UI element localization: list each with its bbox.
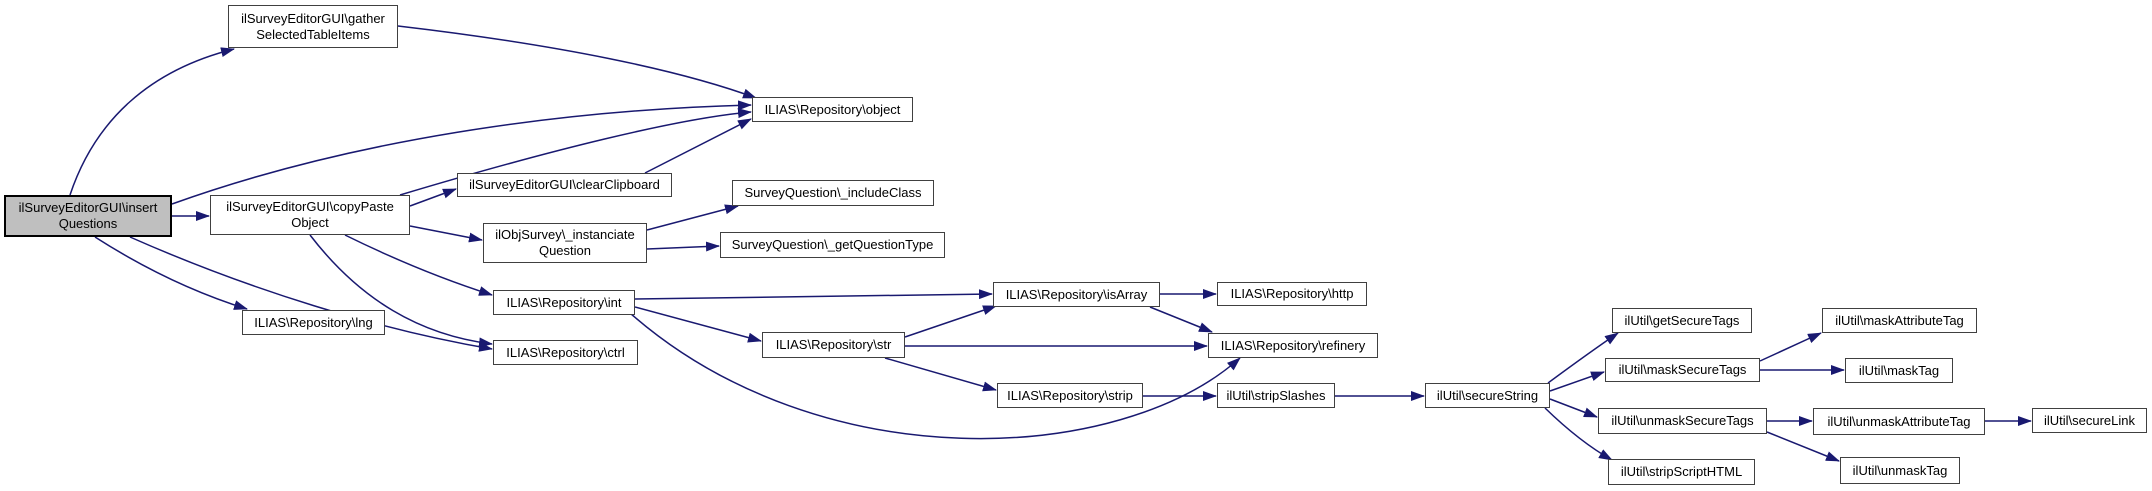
node-unmaskTag[interactable]: ilUtil\unmaskTag [1840,457,1960,484]
edge-unmaskSecureTags-unmaskTag [1766,431,1840,462]
node-label: ilUtil\maskSecureTags [1618,362,1747,378]
node-lng[interactable]: ILIAS\Repository\lng [242,310,385,335]
node-refinery[interactable]: ILIAS\Repository\refinery [1208,333,1378,358]
node-getSecureTags[interactable]: ilUtil\getSecureTags [1612,308,1752,333]
edge-copyPasteObject-int [344,234,493,296]
node-includeClass[interactable]: SurveyQuestion\_includeClass [732,180,934,206]
node-label: ilSurveyEditorGUI\insert [18,200,158,216]
node-maskAttributeTag[interactable]: ilUtil\maskAttributeTag [1822,308,1977,333]
node-label: ilSurveyEditorGUI\gather [241,10,385,26]
edge-copyPasteObject-ctrl [309,234,493,348]
edge-secureString-getSecureTags [1547,332,1619,384]
edge-int-str [634,306,762,343]
edge-gatherSelectedTableItems-object [397,25,757,99]
node-isArray[interactable]: ILIAS\Repository\isArray [993,282,1160,307]
node-label: ilUtil\getSecureTags [1624,312,1740,328]
node-label: SurveyQuestion\_includeClass [744,185,922,201]
node-label: SurveyQuestion\_getQuestionType [731,237,934,253]
node-label: ILIAS\Repository\int [506,294,622,310]
node-label: ilUtil\stripSlashes [1226,387,1326,403]
node-label: ILIAS\Repository\strip [1007,387,1133,403]
node-stripScriptHTML[interactable]: ilUtil\stripScriptHTML [1608,459,1755,485]
edge-insertQuestions-lng [94,236,248,310]
node-label: ilUtil\maskTag [1858,362,1940,378]
node-label: ilSurveyEditorGUI\clearClipboard [469,177,660,193]
edge-instanciateQuestion-includeClass [646,204,739,231]
node-http[interactable]: ILIAS\Repository\http [1217,282,1367,306]
node-maskTag[interactable]: ilUtil\maskTag [1845,358,1953,383]
node-clearClipboard[interactable]: ilSurveyEditorGUI\clearClipboard [457,173,672,197]
node-label: ILIAS\Repository\isArray [1005,286,1148,302]
node-label: ilUtil\secureString [1436,387,1539,403]
edge-secureString-stripScriptHTML [1544,407,1613,461]
node-unmaskSecureTags[interactable]: ilUtil\unmaskSecureTags [1598,408,1767,434]
node-label: ILIAS\Repository\refinery [1220,337,1366,353]
node-label: Object [291,215,329,230]
node-label: ilUtil\unmaskSecureTags [1611,413,1754,429]
edge-int-refinery [629,312,1241,440]
node-label: ILIAS\Repository\str [775,337,892,353]
node-getQuestionType[interactable]: SurveyQuestion\_getQuestionType [720,232,945,258]
edge-copyPasteObject-clearClipboard [409,188,457,207]
node-secureString[interactable]: ilUtil\secureString [1425,383,1550,408]
edge-str-isArray [904,305,997,338]
edge-insertQuestions-ctrl [129,236,493,352]
node-label: ilSurveyEditorGUI\copyPaste [226,199,394,215]
node-maskSecureTags[interactable]: ilUtil\maskSecureTags [1605,358,1760,382]
edge-insertQuestions-gatherSelectedTableItems [69,47,235,196]
node-label: ilObjSurvey\_instanciate [495,227,635,243]
node-label: ILIAS\Repository\object [764,101,901,117]
node-label: ilUtil\stripScriptHTML [1620,464,1743,480]
node-ctrl[interactable]: ILIAS\Repository\ctrl [493,340,638,365]
edge-clearClipboard-object [644,118,752,174]
edge-isArray-refinery [1149,306,1213,333]
edge-int-isArray [634,289,993,300]
edge-secureString-unmaskSecureTags [1549,398,1598,418]
edge-insertQuestions-object [171,100,752,205]
node-label: ilUtil\secureLink [2043,412,2136,428]
node-label: ilUtil\maskAttributeTag [1835,312,1964,328]
node-label: Question [538,243,592,258]
node-label: ILIAS\Repository\http [1230,286,1354,302]
node-int[interactable]: ILIAS\Repository\int [493,290,635,315]
node-label: ILIAS\Repository\lng [254,314,373,330]
edge-copyPasteObject-instanciateQuestion [409,225,483,243]
node-stripSlashes[interactable]: ilUtil\stripSlashes [1217,383,1335,408]
node-secureLink[interactable]: ilUtil\secureLink [2032,408,2147,433]
node-label: ILIAS\Repository\ctrl [506,344,625,360]
node-label: Questions [58,216,118,231]
node-str[interactable]: ILIAS\Repository\str [762,332,905,358]
node-object[interactable]: ILIAS\Repository\object [752,97,913,122]
node-label: SelectedTableItems [256,26,370,42]
edge-instanciateQuestion-getQuestionType [646,241,720,252]
node-label: ilUtil\unmaskAttributeTag [1827,413,1971,429]
node-label: ilUtil\unmaskTag [1852,462,1948,478]
edge-maskSecureTags-maskAttributeTag [1759,332,1822,362]
edge-str-strip [884,357,997,392]
edge-secureString-maskSecureTags [1549,371,1605,392]
node-strip[interactable]: ILIAS\Repository\strip [997,383,1143,408]
node-unmaskAttributeTag[interactable]: ilUtil\unmaskAttributeTag [1813,408,1985,435]
